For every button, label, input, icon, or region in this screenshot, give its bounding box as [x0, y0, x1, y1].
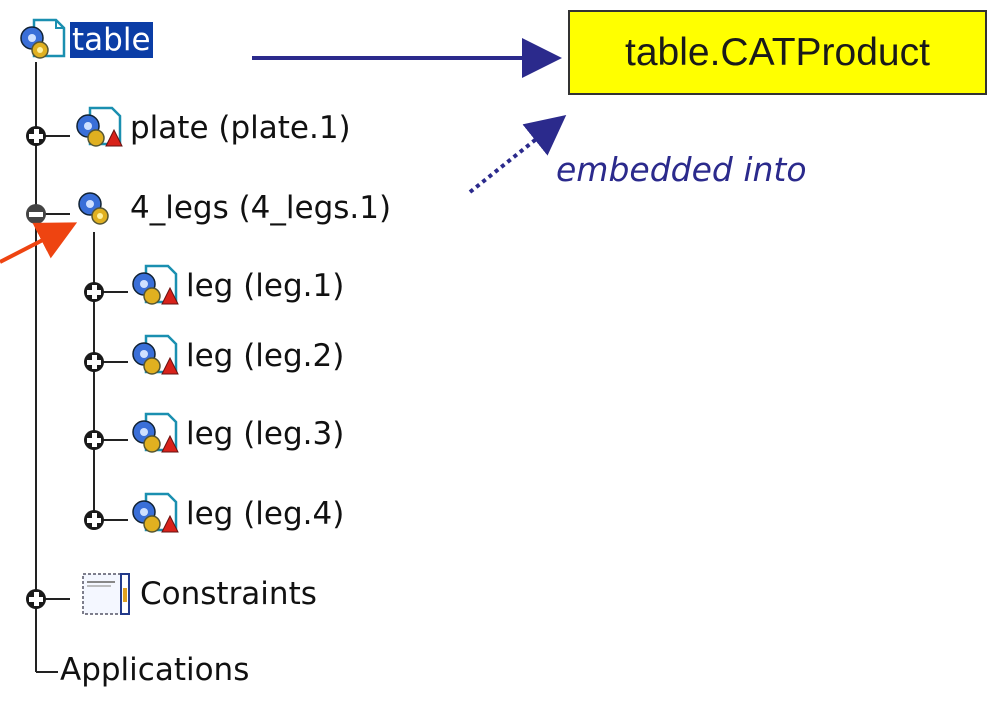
tree-node-leg-2[interactable]: leg (leg.2) — [128, 334, 344, 378]
expand-plus-icon[interactable] — [26, 589, 46, 609]
tree-node-leg-1[interactable]: leg (leg.1) — [128, 264, 344, 308]
expand-plus-icon[interactable] — [26, 126, 46, 146]
tree-node-plate[interactable]: plate (plate.1) — [72, 106, 351, 150]
tree-node-label: plate (plate.1) — [130, 110, 351, 146]
product-icon — [78, 192, 109, 225]
tree-node-applications[interactable]: Applications — [56, 652, 249, 688]
tree-node-label: table — [70, 22, 153, 58]
product-icon — [20, 18, 66, 59]
part-icon — [132, 264, 179, 305]
callout-box: table.CATProduct — [568, 10, 987, 95]
expand-plus-icon[interactable] — [84, 430, 104, 450]
tree-node-leg-4[interactable]: leg (leg.4) — [128, 492, 344, 536]
collapse-minus-icon[interactable] — [26, 204, 46, 224]
expand-plus-icon[interactable] — [84, 510, 104, 530]
callout-label: table.CATProduct — [625, 30, 930, 74]
part-icon — [132, 412, 179, 453]
tree-node-4-legs[interactable]: 4_legs (4_legs.1) — [72, 186, 391, 230]
tree-node-label: leg (leg.3) — [186, 416, 345, 452]
tree-node-label: leg (leg.1) — [186, 268, 345, 304]
tree-node-table[interactable]: table — [16, 18, 153, 62]
part-icon — [76, 106, 123, 147]
embedded-into-note: embedded into — [556, 150, 807, 189]
dotted-embedded-arrow — [468, 115, 567, 194]
expand-plus-icon[interactable] — [84, 352, 104, 372]
tree-node-constraints[interactable]: Constraints — [72, 572, 317, 616]
tree-node-label: Applications — [60, 652, 250, 688]
red-pointer-arrow — [0, 222, 78, 264]
constraints-icon — [82, 573, 130, 615]
tree-node-leg-3[interactable]: leg (leg.3) — [128, 412, 344, 456]
tree-node-label: leg (leg.4) — [186, 496, 345, 532]
part-icon — [132, 492, 179, 533]
tree-node-label: Constraints — [140, 576, 317, 612]
tree-node-label: 4_legs (4_legs.1) — [130, 190, 392, 226]
expand-plus-icon[interactable] — [84, 282, 104, 302]
tree-node-label: leg (leg.2) — [186, 338, 345, 374]
part-icon — [132, 334, 179, 375]
